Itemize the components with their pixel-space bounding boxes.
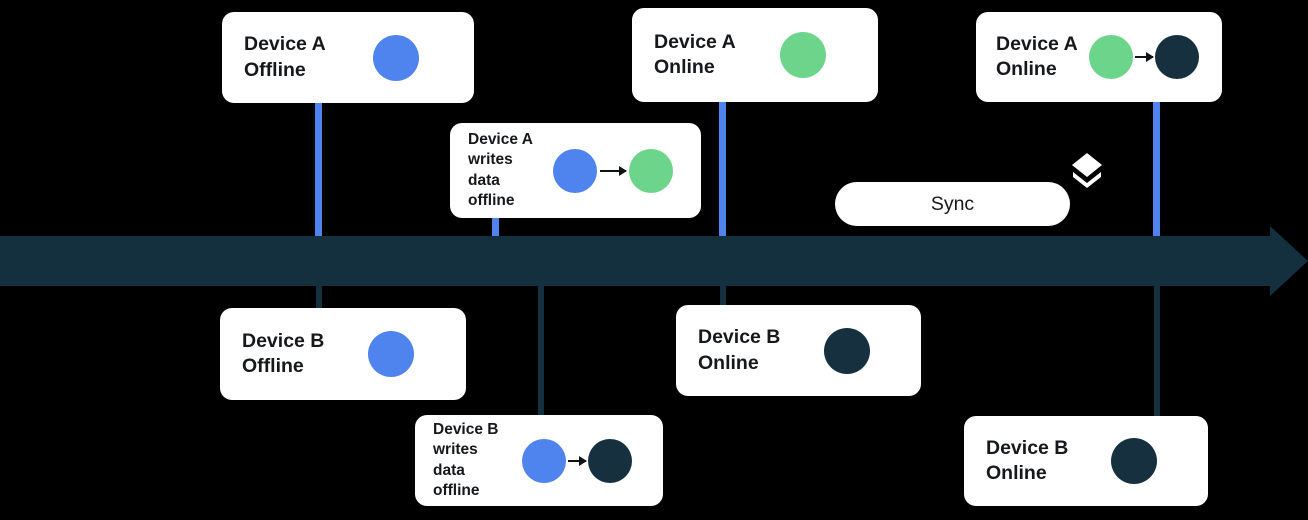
transition-arrow-icon — [1134, 52, 1154, 62]
card-device-a-writes-data-offline[interactable]: Device A writes data offline — [450, 123, 701, 218]
card-device-b-writes-label: Device B writes data offline — [433, 421, 499, 499]
status-dot-green — [628, 148, 673, 193]
card-device-a-online[interactable]: Device A Online — [632, 8, 878, 102]
card-device-b-online-label: Device B Online — [698, 326, 781, 374]
transition-arrow-icon — [567, 455, 587, 466]
timeline-arrowhead-icon — [1270, 226, 1308, 296]
card-device-a-online-badges — [750, 32, 856, 78]
card-device-b-online-badges — [794, 327, 899, 374]
card-device-a-offline-label: Device A Offline — [244, 33, 326, 81]
connector-device-a-online — [719, 100, 726, 240]
card-device-b-online-synced-label: Device B Online — [986, 436, 1069, 484]
sync-label: Sync — [930, 192, 975, 215]
card-device-b-offline-label: Device B Offline — [242, 329, 325, 377]
card-device-b-online[interactable]: Device B Online — [676, 305, 921, 396]
status-dot-blue — [368, 331, 415, 377]
layers-icon — [1068, 150, 1106, 190]
card-device-a-offline-badges — [340, 34, 452, 81]
card-device-b-online-synced-badges — [1082, 438, 1186, 484]
card-device-a-offline[interactable]: Device A Offline — [222, 12, 474, 103]
card-device-b-offline-badges — [338, 331, 444, 377]
status-dot-navy — [587, 438, 632, 483]
card-device-a-writes-label: Device A writes data offline — [468, 131, 533, 209]
status-dot-blue — [372, 34, 419, 81]
timeline-bar — [0, 236, 1271, 286]
connector-device-a-offline — [315, 100, 322, 240]
sync-button[interactable]: Sync — [835, 182, 1070, 226]
card-device-a-online-synced-label: Device A Online — [996, 32, 1078, 80]
connector-device-b-offline — [316, 284, 322, 312]
status-dot-navy — [1111, 438, 1158, 484]
connector-device-b-writes — [538, 284, 544, 420]
status-dot-green — [1088, 35, 1133, 79]
card-device-a-writes-badges — [543, 148, 683, 193]
status-dot-blue — [552, 148, 597, 193]
connector-device-b-online — [720, 284, 726, 310]
transition-arrow-icon — [599, 165, 627, 176]
card-device-a-online-synced[interactable]: Device A Online — [976, 12, 1222, 102]
card-device-a-online-synced-badges — [1086, 35, 1202, 79]
status-dot-navy — [823, 327, 870, 374]
connector-device-b-online-synced — [1154, 284, 1160, 420]
status-dot-navy — [1154, 35, 1199, 79]
connector-device-a-writes — [492, 215, 499, 240]
card-device-b-offline[interactable]: Device B Offline — [220, 308, 466, 400]
card-device-b-writes-badges — [508, 438, 645, 483]
card-device-a-online-label: Device A Online — [654, 30, 736, 78]
status-dot-green — [779, 32, 826, 78]
card-device-b-writes-data-offline[interactable]: Device B writes data offline — [415, 415, 663, 506]
card-device-b-online-synced[interactable]: Device B Online — [964, 416, 1208, 506]
connector-device-a-online-synced — [1153, 100, 1160, 240]
status-dot-blue — [521, 438, 566, 483]
